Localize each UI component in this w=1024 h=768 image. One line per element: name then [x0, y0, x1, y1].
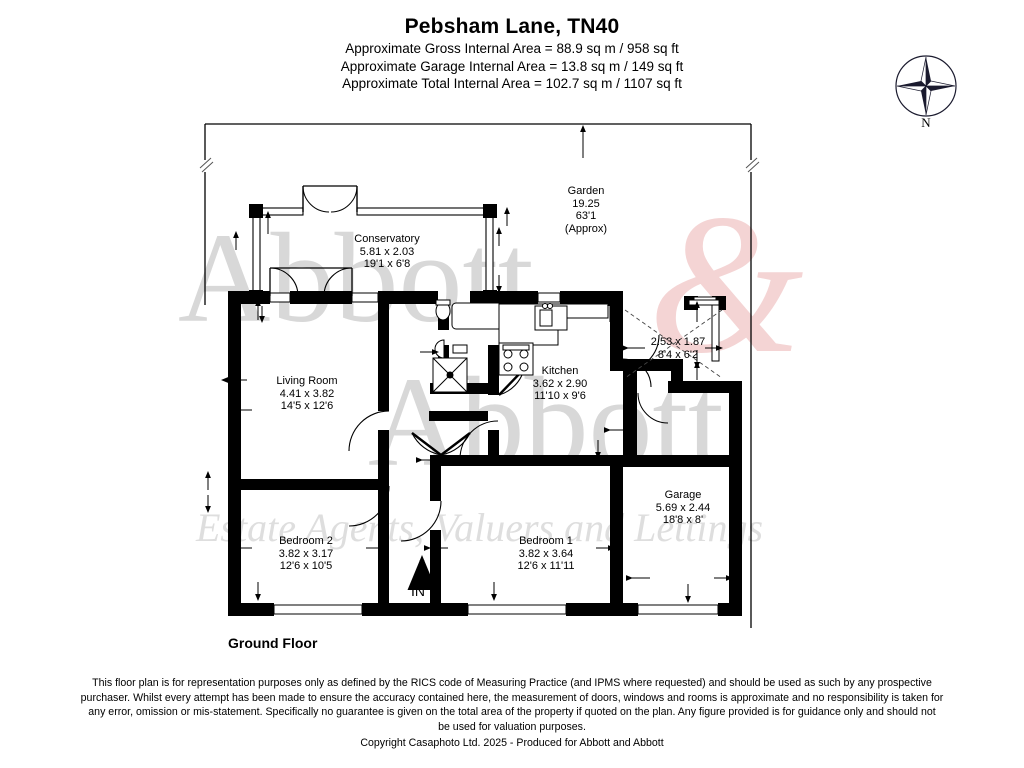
room-metric-living-room: 4.41 x 3.82	[279, 387, 335, 400]
room-name-bedroom-2: Bedroom 2	[279, 535, 333, 547]
room-imperial-garage: 18'8 x 8'	[662, 514, 704, 527]
kitchen-fixtures	[498, 303, 609, 376]
building-structure	[228, 291, 742, 616]
room-metric-kitchen: 3.62 x 2.90	[532, 377, 588, 390]
room-imperial-bedroom-2: 12'6 x 10'5	[279, 560, 333, 573]
compass-north-label: N	[921, 115, 931, 130]
doors	[269, 267, 669, 542]
room-name-living-room: Living Room	[276, 375, 338, 387]
disclaimer-line-2: purchaser. Whilst every attempt has been…	[80, 691, 944, 704]
room-label-conservatory: Conservatory 5.81 x 2.03 19'1 x 6'8	[322, 233, 452, 271]
room-imperial-bedroom-1: 12'6 x 11'11	[517, 560, 575, 573]
disclaimer-line-1: This floor plan is for representation pu…	[92, 677, 932, 689]
area-gross: Approximate Gross Internal Area = 88.9 s…	[345, 41, 679, 56]
room-label-bedroom-1: Bedroom 1 3.82 x 3.64 12'6 x 11'11	[493, 535, 599, 573]
footer: This floor plan is for representation pu…	[0, 676, 1024, 752]
area-garage: Approximate Garage Internal Area = 13.8 …	[340, 58, 684, 74]
room-metric-lobby: 2.53 x 1.87	[650, 336, 706, 348]
copyright-line: Copyright Casaphoto Ltd. 2025 - Produced…	[360, 737, 664, 750]
room-imperial-conservatory: 19'1 x 6'8	[363, 258, 411, 271]
room-name-garage: Garage	[664, 489, 702, 501]
header: Pebsham Lane, TN40 Approximate Gross Int…	[0, 14, 1024, 93]
entrance-label: IN	[411, 583, 425, 599]
room-metric-bedroom-1: 3.82 x 3.64	[518, 547, 574, 560]
area-total: Approximate Total Internal Area = 102.7 …	[342, 76, 682, 91]
disclaimer-line-3: any error, omission or mis-statement. Sp…	[88, 706, 936, 719]
room-approx-garden: (Approx)	[564, 222, 608, 235]
room-metric-garage: 5.69 x 2.44	[655, 501, 711, 514]
room-imperial-kitchen: 11'10 x 9'6	[534, 390, 586, 403]
room-label-garage: Garage 5.69 x 2.44 18'8 x 8'	[634, 489, 732, 527]
disclaimer-line-4: be used for valuation purposes.	[438, 720, 586, 733]
room-imperial-garden: 63'1	[575, 210, 597, 223]
room-label-living-room: Living Room 4.41 x 3.82 14'5 x 12'6	[249, 375, 365, 413]
porch-diagonals	[624, 309, 723, 379]
bathroom-fixtures	[432, 299, 511, 393]
compass-rose: N	[893, 53, 959, 137]
garden-boundary	[204, 123, 752, 628]
compass-icon	[895, 55, 957, 117]
dimension-arrows	[205, 207, 733, 603]
room-name-garden: Garden	[567, 185, 605, 197]
room-name-kitchen: Kitchen	[541, 365, 579, 377]
room-imperial-living-room: 14'5 x 12'6	[280, 400, 334, 413]
room-label-garden: Garden 19.25 63'1 (Approx)	[538, 185, 634, 235]
room-metric-bedroom-2: 3.82 x 3.17	[278, 547, 334, 560]
windows	[269, 292, 719, 615]
floor-label: Ground Floor	[228, 635, 318, 651]
room-name-conservatory: Conservatory	[354, 233, 420, 245]
room-label-lobby: 2.53 x 1.87 8'4 x 6'2	[628, 336, 728, 361]
page-title: Pebsham Lane, TN40	[404, 15, 620, 38]
room-label-bedroom-2: Bedroom 2 3.82 x 3.17 12'6 x 10'5	[254, 535, 358, 573]
room-name-bedroom-1: Bedroom 1	[519, 535, 573, 547]
room-metric-conservatory: 5.81 x 2.03	[359, 245, 415, 258]
room-imperial-lobby: 8'4 x 6'2	[657, 348, 699, 361]
boundary-break-marks	[199, 157, 760, 173]
room-metric-garden: 19.25	[572, 197, 600, 210]
room-label-kitchen: Kitchen 3.62 x 2.90 11'10 x 9'6	[508, 365, 612, 403]
